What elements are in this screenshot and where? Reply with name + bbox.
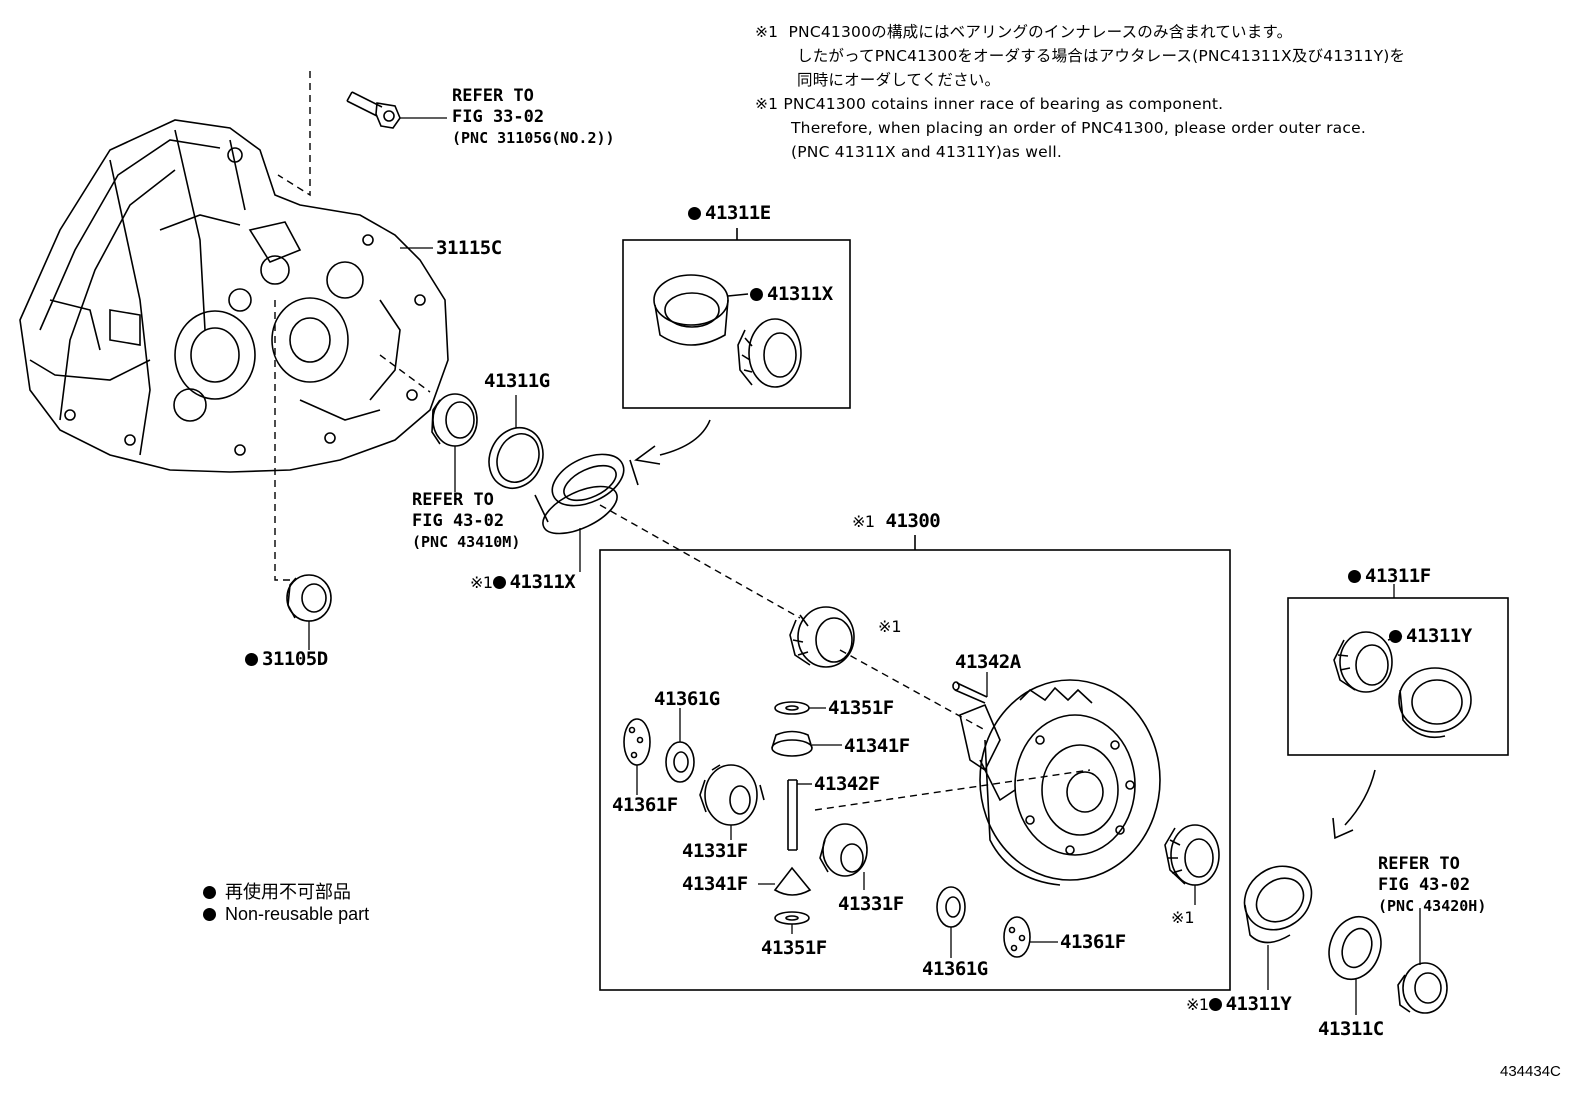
figure-number: 434434C [1500, 1063, 1561, 1080]
nonreusable-dot-icon [750, 288, 763, 301]
label-41342F: 41342F [814, 773, 880, 795]
inner-race-bottom-illustration [1164, 824, 1220, 886]
label-leaders [308, 117, 1421, 1015]
reference-fig-43-02-right: REFER TO FIG 43-02 (PNC 43420H) [1378, 854, 1486, 917]
ref-line: (PNC 31105G(NO.2)) [452, 129, 615, 147]
label-41311E: 41311E [688, 202, 771, 224]
ref-line: FIG 33-02 [452, 107, 545, 127]
note-en-line3: (PNC 41311X and 41311Y)as well. [791, 143, 1062, 161]
label-41300: ※1 41300 [852, 510, 941, 532]
legend-text: 再使用不可部品 [225, 882, 352, 902]
legend-text: Non-reusable part [225, 904, 370, 924]
reference-fig-43-02-left: REFER TO FIG 43-02 (PNC 43410M) [412, 490, 520, 553]
oil-seal-illustration [431, 393, 478, 447]
nonreusable-dot-icon [688, 207, 701, 220]
inner-race-top-illustration [789, 606, 855, 668]
kome-mark-inner-top: ※1 [878, 617, 902, 636]
label-41351F-bottom: 41351F [761, 937, 827, 959]
note-jp-line2: したがってPNC41300をオーダする場合はアウタレース(PNC41311X及び… [797, 47, 1406, 65]
nonreusable-dot-icon [1348, 570, 1361, 583]
part-number: 41311Y [1225, 993, 1292, 1015]
shim-41311C-illustration [1328, 915, 1382, 981]
part-number: 41311X [509, 571, 576, 593]
nonreusable-dot-icon [203, 886, 216, 899]
label-31115C: 31115C [436, 237, 502, 259]
label-41311F: 41311F [1348, 565, 1431, 587]
outer-race-41311X-illustration [534, 453, 639, 535]
bearing-31105D-illustration [286, 574, 332, 622]
label-41361G-bottom: 41361G [922, 958, 988, 980]
arrow-box-F [1332, 769, 1376, 840]
label-41351F-top: 41351F [828, 697, 894, 719]
pin-41342A-illustration [952, 681, 988, 704]
ref-line: (PNC 43410M) [412, 533, 521, 551]
note-jp-line1: ※1 PNC41300の構成にはベアリングのインナレースのみ含まれています。 [755, 23, 1293, 41]
ref-line: REFER TO [1378, 854, 1460, 874]
part-number: 41300 [885, 510, 941, 532]
label-41341F-top: 41341F [844, 735, 910, 757]
label-41361F-bottom: 41361F [1060, 931, 1126, 953]
nonreusable-dot-icon [1208, 998, 1222, 1011]
part-number: 31105D [262, 648, 328, 670]
label-41311X: ※1 41311X [470, 571, 576, 593]
legend-en: Non-reusable part [203, 904, 369, 925]
label-31105D: 31105D [245, 648, 328, 670]
label-41311X-box: 41311X [750, 283, 833, 305]
label-41361F-left: 41361F [612, 794, 678, 816]
part-number: 41311Y [1406, 625, 1472, 647]
note-en-line1: ※1 PNC41300 cotains inner race of bearin… [755, 95, 1224, 113]
legend-jp: 再使用不可部品 [203, 878, 351, 904]
shim-41311G-illustration [488, 427, 544, 489]
nonreusable-dot-icon [492, 576, 506, 589]
transmission-case-illustration [19, 119, 449, 473]
kit-box-41311F [1287, 597, 1509, 756]
ref-line: REFER TO [412, 490, 494, 510]
nonreusable-dot-icon [203, 908, 216, 921]
label-41311G: 41311G [484, 370, 550, 392]
nonreusable-dot-icon [245, 653, 258, 666]
differential-box-41300 [599, 535, 1231, 991]
label-41341F-bottom: 41341F [682, 873, 748, 895]
label-41311C: 41311C [1318, 1018, 1384, 1040]
label-41342A: 41342A [955, 651, 1021, 673]
ref-line: FIG 43-02 [412, 511, 505, 531]
kome-mark: ※1 [470, 573, 493, 592]
nonreusable-dot-icon [1389, 630, 1402, 643]
part-number: 41311F [1365, 565, 1431, 587]
label-41311Y: ※1 41311Y [1186, 993, 1292, 1015]
arrow-box-E [634, 419, 711, 465]
ref-line: REFER TO [452, 86, 534, 106]
ring-gear-illustration [959, 679, 1161, 886]
outer-race-41311Y-illustration [1243, 865, 1313, 944]
part-number: 41311E [705, 202, 771, 224]
label-41331F-left: 41331F [682, 840, 748, 862]
label-41331F-right: 41331F [838, 893, 904, 915]
label-41311Y-box: 41311Y [1389, 625, 1472, 647]
kit-box-41311E [622, 228, 851, 409]
ref-line: (PNC 43420H) [1378, 897, 1487, 915]
part-number: 41311X [767, 283, 833, 305]
reference-fig-33-02: REFER TO FIG 33-02 (PNC 31105G(NO.2)) [452, 86, 615, 149]
note-en-line2: Therefore, when placing an order of PNC4… [791, 119, 1366, 137]
bolt-illustration [346, 91, 401, 129]
oil-seal-right-illustration [1397, 962, 1448, 1014]
label-41361G-top: 41361G [654, 688, 720, 710]
ref-line: FIG 43-02 [1378, 875, 1471, 895]
small-gears-illustration [623, 701, 1031, 958]
note-jp-line3: 同時にオーダしてください。 [797, 71, 1001, 89]
kome-mark: ※1 [852, 512, 875, 531]
kome-mark: ※1 [1186, 995, 1209, 1014]
kome-mark-inner-bottom: ※1 [1171, 908, 1195, 927]
